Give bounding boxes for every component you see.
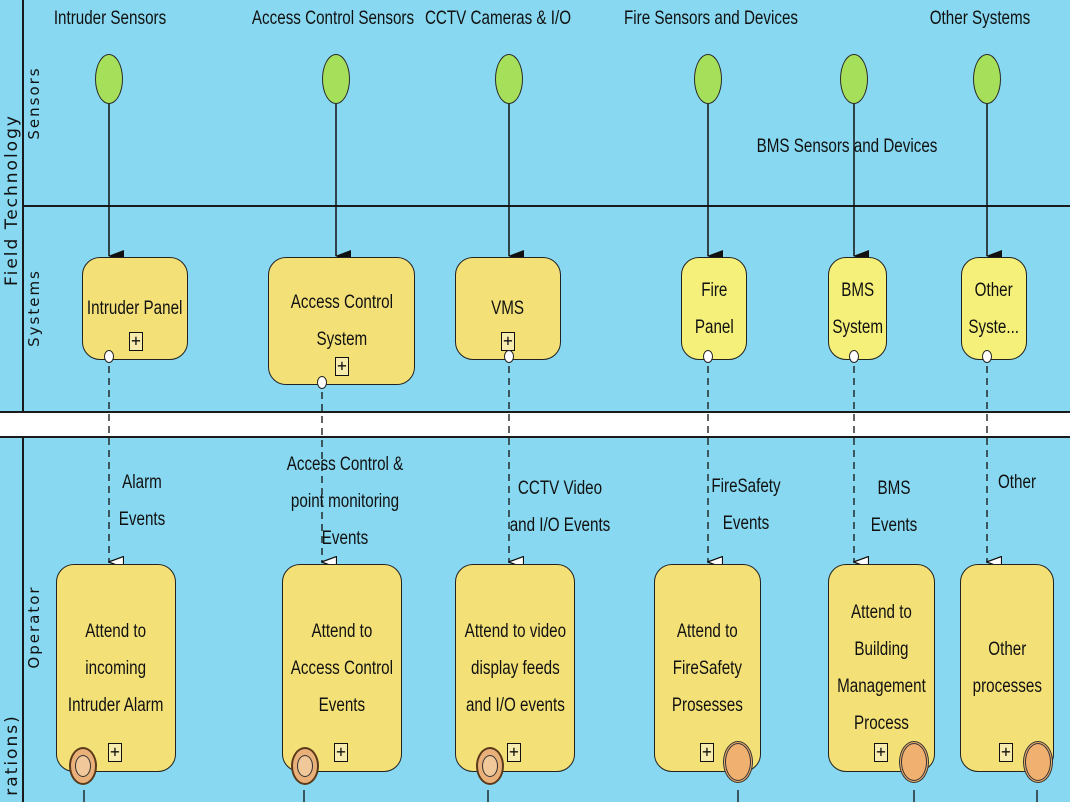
plus-box-icon[interactable]: + [874, 743, 888, 762]
flow-label-other: Other [997, 472, 1037, 493]
boundary-port [504, 350, 514, 363]
start-event-other[interactable] [973, 54, 1001, 104]
plus-box-icon[interactable]: + [129, 332, 143, 351]
boundary-port [982, 350, 992, 363]
task-label: Attend to video display feeds and I/O ev… [464, 620, 566, 716]
pool-header-divider [22, 436, 24, 802]
task-attend-intruder-alarm[interactable]: Attend to incoming Intruder Alarm + [56, 564, 176, 785]
task-attend-video-feeds[interactable]: Attend to video display feeds and I/O ev… [455, 564, 575, 785]
heading-fire-sensors: Fire Sensors and Devices [623, 8, 799, 29]
task-attend-firesafety[interactable]: Attend to FireSafety Prosesses + [654, 564, 761, 783]
subprocess-bms-system[interactable]: BMS System [828, 257, 887, 360]
task-label: Fire Panel [694, 279, 734, 338]
timer-event-icon[interactable] [69, 747, 97, 785]
start-event-bms[interactable] [840, 54, 868, 104]
flow-label-bms-events: BMS Events [870, 478, 918, 536]
boundary-port [703, 350, 713, 363]
task-label: BMS System [832, 279, 883, 338]
plus-box-icon[interactable]: + [108, 743, 122, 762]
task-label: Other Syste... [968, 279, 1020, 338]
lane-divider [22, 205, 1070, 207]
boundary-port [104, 350, 114, 363]
subprocess-vms[interactable]: VMS + [455, 257, 561, 360]
heading-access-control-sensors: Access Control Sensors [251, 8, 415, 29]
task-label: Attend to FireSafety Prosesses [672, 620, 743, 716]
task-label: Intruder Panel [87, 298, 183, 319]
end-event-icon[interactable] [1023, 741, 1053, 783]
end-event-icon[interactable] [899, 741, 929, 783]
flow-label-firesafety-events: FireSafety Events [711, 476, 781, 534]
start-event-cctv[interactable] [495, 54, 523, 104]
task-label: Attend to incoming Intruder Alarm [68, 620, 164, 716]
boundary-port [317, 376, 327, 389]
flow-label-alarm-events: Alarm Events [118, 472, 166, 530]
plus-box-icon[interactable]: + [501, 332, 515, 351]
plus-box-icon[interactable]: + [334, 743, 348, 762]
task-label: VMS [491, 298, 525, 319]
end-event-icon[interactable] [723, 741, 753, 783]
start-event-access[interactable] [322, 54, 350, 104]
task-attend-building-management[interactable]: Attend to Building Management Process + [828, 564, 935, 783]
flow-label-cctv-events: CCTV Video and I/O Events [509, 478, 611, 536]
plus-box-icon[interactable]: + [700, 743, 714, 762]
subprocess-access-control-system[interactable]: Access Control System + [268, 257, 415, 385]
pool-header-divider [22, 0, 24, 411]
task-other-processes[interactable]: Other processes + [960, 564, 1054, 783]
boundary-port [849, 350, 859, 363]
subprocess-intruder-panel[interactable]: Intruder Panel + [82, 257, 188, 360]
task-attend-access-control[interactable]: Attend to Access Control Events + [282, 564, 402, 785]
task-label: Access Control System [290, 292, 393, 350]
heading-cctv-cameras: CCTV Cameras & I/O [424, 8, 572, 29]
plus-box-icon[interactable]: + [335, 357, 349, 376]
task-label: Attend to Access Control Events [290, 620, 394, 716]
task-label: Other processes [972, 639, 1042, 697]
timer-event-icon[interactable] [291, 747, 319, 785]
flow-label-access-events: Access Control & point monitoring Events [286, 454, 404, 549]
subprocess-fire-panel[interactable]: Fire Panel [681, 257, 747, 360]
heading-intruder-sensors: Intruder Sensors [53, 8, 167, 29]
heading-other-systems: Other Systems [929, 8, 1031, 29]
plus-box-icon[interactable]: + [999, 743, 1013, 762]
task-label: Attend to Building Management Process [837, 602, 926, 734]
timer-event-icon[interactable] [476, 747, 504, 785]
note-bms-sensors: BMS Sensors and Devices [756, 136, 938, 157]
plus-box-icon[interactable]: + [507, 743, 521, 762]
start-event-intruder[interactable] [95, 54, 123, 104]
start-event-fire[interactable] [694, 54, 722, 104]
subprocess-other-systems[interactable]: Other Syste... [961, 257, 1027, 360]
